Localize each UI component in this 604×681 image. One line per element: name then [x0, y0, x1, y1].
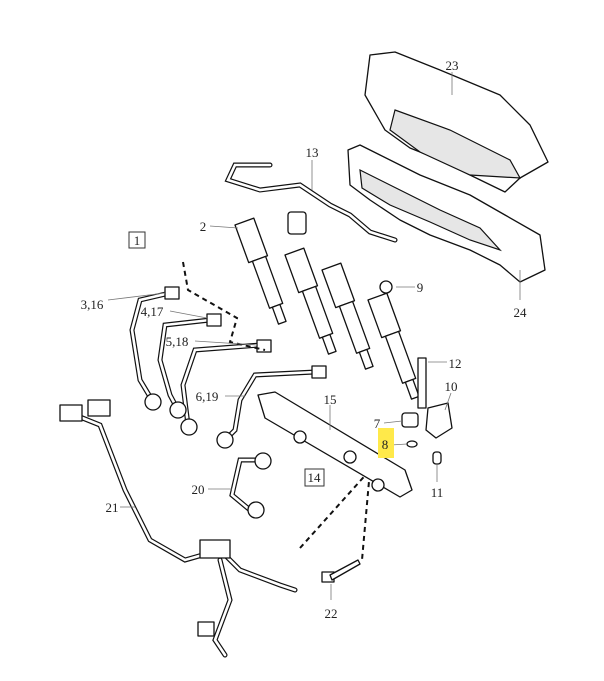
- seal-ring-part-9[interactable]: [379, 280, 393, 294]
- callout-box-14: [304, 468, 325, 487]
- callout-23[interactable]: 23: [446, 58, 459, 73]
- fuel-lines[interactable]: [129, 286, 327, 519]
- callout-11[interactable]: 11: [431, 485, 444, 500]
- connector-icon: [287, 211, 307, 235]
- connector-icon: [87, 399, 111, 417]
- callout-15[interactable]: 15: [324, 392, 337, 407]
- callout-4-17[interactable]: 4,17: [141, 304, 164, 319]
- callout-21[interactable]: 21: [106, 500, 119, 515]
- highlight-marker: [378, 428, 394, 458]
- callout-1[interactable]: 1: [134, 233, 141, 248]
- callout-7[interactable]: 7: [374, 416, 381, 431]
- callout-20[interactable]: 20: [192, 482, 205, 497]
- callout-box-1: [128, 231, 146, 249]
- bracket-part-24[interactable]: [347, 144, 546, 283]
- callout-6-19[interactable]: 6,19: [196, 389, 219, 404]
- callout-24[interactable]: 24: [514, 305, 528, 320]
- connector-icon: [199, 539, 231, 559]
- injectors-part-2[interactable]: [234, 217, 424, 401]
- callout-9[interactable]: 9: [417, 280, 424, 295]
- callout-5-18[interactable]: 5,18: [166, 334, 189, 349]
- callout-14[interactable]: 14: [308, 470, 322, 485]
- nut-part-11[interactable]: [432, 451, 442, 465]
- sleeve-part-7[interactable]: [401, 412, 419, 428]
- bolt-part-12[interactable]: [417, 357, 427, 409]
- bolt-part-22[interactable]: [321, 559, 361, 583]
- engine-cover-part-23[interactable]: [364, 51, 549, 193]
- callout-2[interactable]: 2: [200, 219, 207, 234]
- clamp-part-10[interactable]: [425, 402, 453, 439]
- callout-13[interactable]: 13: [306, 145, 319, 160]
- callout-8[interactable]: 8: [382, 437, 389, 452]
- connector-icon: [197, 621, 215, 637]
- callout-3-16[interactable]: 3,16: [81, 297, 104, 312]
- leader-lines: [107, 72, 521, 600]
- callout-12[interactable]: 12: [449, 356, 462, 371]
- connector-icon: [59, 404, 83, 422]
- callout-10[interactable]: 10: [445, 379, 458, 394]
- callout-22[interactable]: 22: [325, 606, 338, 621]
- fuel-rail-part-14[interactable]: [257, 391, 413, 498]
- washer-part-8[interactable]: [406, 440, 418, 448]
